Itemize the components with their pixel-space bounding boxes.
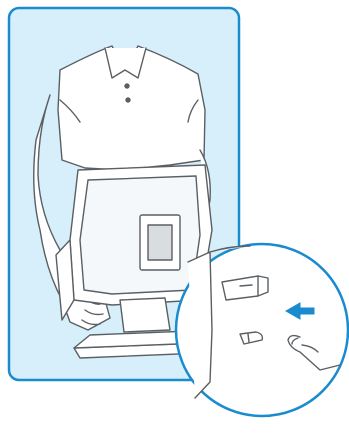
monitor-setup-illustration — [0, 0, 349, 433]
